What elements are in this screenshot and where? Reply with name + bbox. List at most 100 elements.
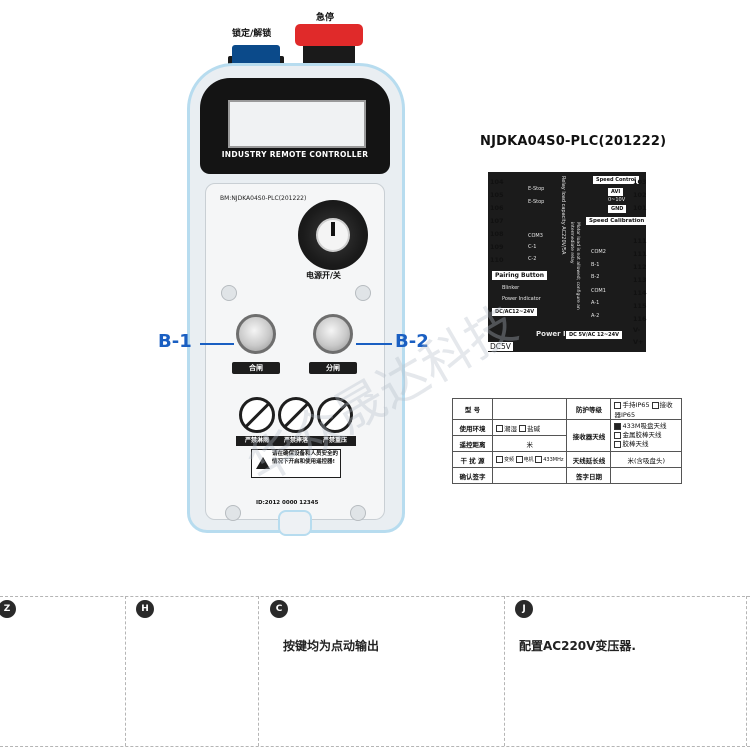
terminal-106: 106 — [490, 204, 504, 212]
screw-icon — [350, 505, 366, 521]
label-estop: E-Stop — [528, 186, 545, 192]
power-indicator-mark — [331, 222, 335, 236]
callout-b2: B-2 — [395, 331, 429, 352]
option-label: 电机 — [523, 457, 534, 463]
table-cell: 遥控距离 — [452, 435, 493, 452]
label-estop: E-Stop — [528, 199, 545, 205]
device-id: ID:2012 0000 12345 — [256, 500, 319, 506]
label-c2: C-2 — [528, 256, 537, 262]
wiring-title: NJDKA04S0-PLC(201222) — [480, 134, 667, 149]
open-plate: 分闸 — [309, 362, 357, 374]
table-cell: 天线延长线 — [566, 451, 612, 468]
terminal-105: 105 — [490, 191, 504, 199]
table-row: 干 扰 源 变频 电机 433MHz 天线延长线 米(含吸盘头) — [452, 451, 682, 468]
checkbox[interactable] — [614, 440, 622, 448]
checkbox[interactable] — [614, 422, 622, 430]
callout-b1: B-1 — [158, 331, 192, 352]
lock-label: 锁定/解锁 — [232, 29, 272, 39]
table-cell: 签字日期 — [566, 467, 612, 484]
label-b1: B-1 — [591, 262, 600, 268]
table-cell: 米 — [491, 435, 568, 452]
table-cell: 433M吸盘天线 金属胶棒天线 胶棒天线 — [610, 419, 682, 452]
terminal-112: 112 — [633, 263, 647, 271]
checkbox[interactable] — [614, 431, 622, 439]
option-label: 接收器IP65 — [614, 401, 673, 419]
sign-label: 严禁淋雨 — [236, 436, 278, 446]
screw-icon — [355, 285, 371, 301]
terminal-115: 115 — [633, 302, 647, 310]
warning-text: 请在确保设备和人员安全的情况下开启和使用遥控器! — [272, 451, 339, 465]
speed-calibration-label: Speed Calibration — [586, 217, 648, 225]
terminal-109: 109 — [490, 243, 504, 251]
terminal-114: 114 — [633, 289, 647, 297]
wiring-label-panel — [488, 172, 646, 352]
checkbox[interactable] — [515, 456, 523, 463]
divider — [125, 596, 126, 746]
table-row: 使用环境 潮湿 盐碱 接收器天线 433M吸盘天线 金属胶棒天线 胶棒天线 — [452, 419, 682, 452]
model-label: BM:NJDKA04S0-PLC(201222) — [220, 195, 307, 202]
table-cell: 米(含吸盘头) — [610, 451, 682, 468]
open-push-button[interactable] — [313, 314, 353, 354]
screw-icon — [225, 505, 241, 521]
table-row: 确认签字 签字日期 — [452, 467, 682, 484]
table-cell: 防护等级 — [566, 398, 612, 420]
lanyard-clip — [278, 510, 312, 536]
checkbox[interactable] — [614, 401, 622, 409]
terminal-101: 101 — [633, 204, 647, 212]
table-cell: 变频 电机 433MHz — [491, 451, 568, 468]
table-row: 型 号 防护等级 手持IP65 接收器IP65 — [452, 398, 682, 420]
checkbox[interactable] — [496, 456, 503, 463]
table-cell: 干 扰 源 — [452, 451, 493, 468]
terminal-113: 113 — [633, 276, 647, 284]
sign-label: 严禁重压 — [314, 436, 356, 446]
option-label: 手持IP65 — [622, 401, 650, 409]
pairing-button-label: Pairing Button — [492, 271, 547, 280]
option-label: 胶棒天线 — [622, 440, 649, 448]
terminal-110: 110 — [490, 256, 504, 264]
lock-unlock-key[interactable] — [232, 45, 280, 63]
callout-b2-leader — [356, 343, 392, 345]
motor-load-text: Motor load is not allowed; configure an … — [569, 222, 580, 310]
option-label: 变频 — [504, 457, 515, 463]
table-cell: 确认签字 — [452, 467, 493, 484]
no-press-icon — [317, 397, 353, 433]
warning-icon — [256, 457, 270, 469]
table-cell: 使用环境 — [452, 419, 493, 436]
terminal-102: 102 — [633, 191, 647, 199]
emergency-stop-button[interactable] — [295, 24, 363, 46]
brand-label: INDUSTRY REMOTE CONTROLLER — [221, 150, 369, 159]
table-cell: 手持IP65 接收器IP65 — [610, 398, 682, 420]
checkbox[interactable] — [651, 401, 659, 409]
checkbox[interactable] — [519, 425, 527, 432]
estop-label: 急停 — [316, 13, 335, 23]
no-drop-icon — [278, 397, 314, 433]
option-label: 433MHz — [543, 457, 564, 463]
badge-z: Z — [0, 600, 16, 618]
table-cell — [610, 467, 682, 484]
divider — [258, 596, 259, 746]
gnd-label: GND — [608, 205, 627, 213]
terminal-111: 111 — [633, 237, 647, 245]
terminal-116: 116 — [633, 315, 647, 323]
divider — [504, 596, 505, 746]
terminal-108: 108 — [490, 230, 504, 238]
callout-b1-leader — [200, 343, 234, 345]
table-cell: 型 号 — [452, 398, 493, 420]
divider — [0, 746, 750, 748]
sign-label: 严禁摔落 — [275, 436, 317, 446]
dc5v-label: DC5V — [488, 342, 513, 351]
table-cell: 接收器天线 — [566, 419, 612, 452]
close-push-button[interactable] — [236, 314, 276, 354]
note-j: 配置AC220V变压器. — [519, 639, 636, 653]
option-label: 433M吸盘天线 — [622, 422, 667, 430]
checkbox[interactable] — [535, 456, 543, 463]
checkbox[interactable] — [496, 425, 503, 432]
power-label: 电源开/关 — [306, 271, 341, 280]
terminal-103: 103 — [633, 178, 647, 186]
label-com1: COM1 — [591, 288, 606, 294]
relay-capacity-text: Relay load capacity AC220V/5A — [560, 176, 566, 255]
power-in-detail: DC 5V/AC 12~24V — [566, 331, 622, 339]
note-c: 按键均为点动输出 — [283, 639, 380, 653]
avi-label: AVI — [608, 188, 624, 196]
no-rain-icon — [239, 397, 275, 433]
